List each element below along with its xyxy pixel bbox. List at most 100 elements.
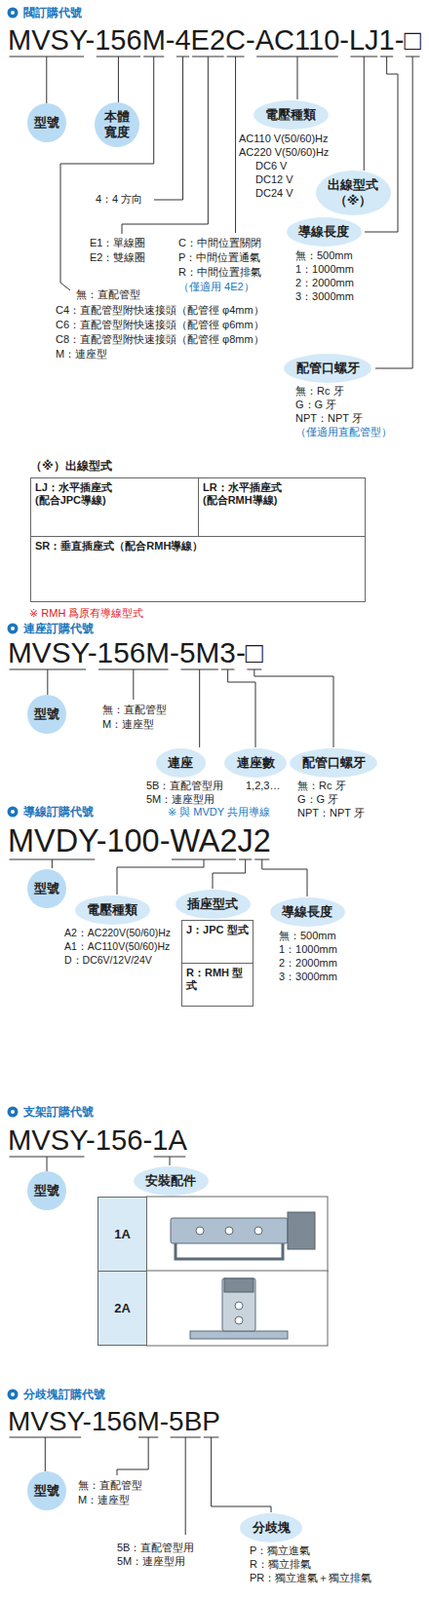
bracket-2a-image [190, 1279, 288, 1340]
option-text: DC6 V [255, 159, 287, 174]
node-text: 型號 [34, 881, 60, 897]
option-text: 無：Rc 牙 [295, 385, 345, 399]
model-circle: 型號 [27, 1171, 67, 1211]
node-text: J：JPC 型式 [182, 921, 253, 940]
leader-line [117, 56, 119, 103]
option-text: G：G 牙 [297, 793, 339, 808]
section-title: 導線訂購代號 [23, 805, 94, 820]
order-code: MVDY-100-WA2J2 [7, 824, 272, 860]
option-text: G：G 牙 [295, 398, 337, 413]
table-cell: LR：水平插座式 (配合RMH導線) [197, 477, 366, 538]
option-text: 無：直配管型 [102, 703, 167, 718]
note-text: ※ 與 MVDY 共用導線 [167, 806, 271, 820]
node-text: 配管口螺牙 [302, 755, 366, 772]
order-code: MVSY-156M-5M3-□ [7, 637, 264, 670]
option-text: DC24 V [255, 187, 294, 201]
table-cell: LJ：水平插座式 (配合JPC導線) [30, 477, 199, 538]
heading-ellipse: 導線長度 [286, 217, 362, 247]
option-text: AC220 V(50/60)Hz [238, 146, 329, 160]
leader-line [211, 1438, 272, 1514]
option-text: C：中間位置關閉 [178, 236, 262, 251]
leader-line [262, 859, 308, 897]
option-text: 5B：直配管型用 [117, 1542, 195, 1557]
heading-ellipse: 配管口螺牙 [289, 748, 378, 779]
option-text: C8：直配管型附快速接頭（配管徑 φ8mm） [55, 333, 265, 348]
heading-ellipse: 連座 [156, 748, 206, 779]
table-cell: SR：垂直插座式（配合RMH導線） [30, 536, 366, 603]
node-text: 2A [114, 1301, 131, 1318]
table-cell: R：RMH 型式 [181, 963, 254, 1008]
option-text: D：DC6V/12V/24V [64, 954, 153, 968]
note-text: ※ RMH 爲原有導線型式 [29, 607, 144, 622]
model-circle: 型號 [27, 1472, 67, 1512]
leader-line [117, 1438, 149, 1477]
node-text: 型號 [34, 706, 60, 723]
node-text: 安裝配件 [145, 1173, 196, 1190]
leader-line [46, 669, 48, 696]
leader-line [154, 56, 184, 200]
option-text: P：中間位置通氣 [178, 251, 261, 266]
leader-line [169, 1157, 171, 1167]
node-text: 連座數 [236, 755, 275, 772]
option-text: 2：2000mm [278, 957, 338, 972]
option-text: 3：3000mm [278, 971, 338, 985]
node-text: 電壓種類 [86, 902, 138, 919]
leader-line [234, 56, 236, 234]
width-circle: 本體寬度 [94, 102, 140, 148]
option-text: 1,2,3… [245, 780, 280, 794]
node-text: 型號 [34, 115, 60, 131]
option-text: DC12 V [255, 173, 294, 188]
leader-line [198, 669, 200, 748]
option-text: 無：直配管型 [78, 1480, 143, 1494]
model-circle: 型號 [27, 695, 67, 735]
heading-ellipse: 插座型式 [175, 890, 251, 920]
option-text: M：連座型 [55, 348, 108, 362]
leader-line [212, 859, 246, 890]
note-text: （僅適用 4E2） [178, 280, 255, 295]
leader-line [132, 669, 134, 701]
option-text: AC110 V(50/60)Hz [238, 132, 329, 147]
heading-ellipse: 連座數 [224, 748, 287, 779]
order-code: MVSY-156M-4E2C-AC110-LJ1-□ [7, 25, 422, 57]
node-text: 導線長度 [298, 224, 350, 240]
node-text: 型號 [34, 1483, 60, 1500]
node-text: LR：水平插座式 (配合RMH導線) [198, 478, 297, 510]
table-cell: J：JPC 型式 [181, 920, 254, 965]
note-text: （僅適用直配管型） [295, 426, 392, 440]
bracket-1a-image [170, 1212, 315, 1260]
node-text: 1A [114, 1227, 131, 1244]
option-text: NPT：NPT 牙 [295, 412, 363, 427]
option-text: 5M：連座型用 [146, 793, 215, 808]
option-text: PR：獨立進氣＋獨立排氣 [249, 1572, 372, 1587]
node-text: 配管口螺牙 [296, 360, 360, 377]
node-text: 出線型式 [327, 177, 379, 194]
node-text: 電壓種類 [265, 107, 316, 123]
option-text: A1：AC110V(50/60)Hz [64, 940, 170, 954]
node-text: 導線長度 [281, 904, 333, 921]
node-text: 插座型式 [187, 897, 238, 913]
leader-line [44, 1438, 46, 1473]
node-text: SR：垂直插座式（配合RMH導線） [31, 537, 365, 556]
model-circle: 型號 [27, 103, 67, 143]
order-code: MVSY-156-1A [7, 1125, 188, 1157]
order-code: MVSY-156M-5BP [7, 1407, 221, 1439]
option-text: E2：雙線圈 [89, 251, 146, 266]
option-text: 1：1000mm [278, 943, 338, 958]
option-text: R：獨立排氣 [249, 1559, 312, 1573]
option-text: P：獨立進氣 [249, 1545, 311, 1560]
option-text: 無：500mm [295, 249, 353, 264]
table-cell [146, 1271, 328, 1347]
leader-line [60, 56, 155, 291]
option-text: 4：4 方向 [95, 193, 143, 207]
heading-ellipse: 配管口螺牙 [283, 353, 372, 384]
leader-line [375, 56, 413, 369]
node-text: （※）出線型式 [30, 459, 113, 473]
leader-line [117, 859, 204, 896]
option-text: 1：1000mm [295, 263, 354, 277]
option-text: 3：3000mm [295, 290, 354, 305]
heading-ellipse: 分歧塊 [239, 1514, 303, 1544]
leader-line [46, 1157, 48, 1172]
leader-line [45, 56, 47, 104]
table-header-cell: 2A [97, 1271, 148, 1347]
